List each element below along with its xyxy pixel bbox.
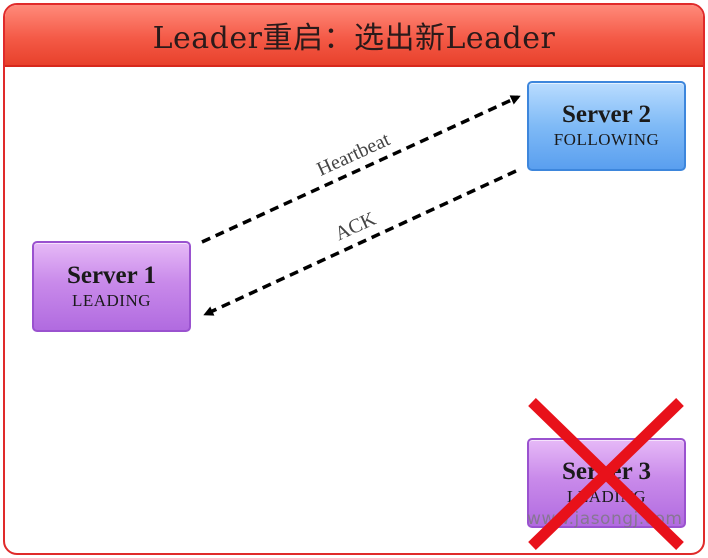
server-2-box: Server 2 FOLLOWING	[527, 81, 686, 171]
server-3-box: Server 3 LEADING	[527, 438, 686, 528]
server-2-state: FOLLOWING	[553, 130, 660, 149]
server-2-name: Server 2	[561, 101, 652, 128]
title-bar: Leader重启：选出新Leader	[5, 5, 703, 67]
server-1-state: LEADING	[71, 290, 152, 310]
server-1-box: Server 1 LEADING	[32, 241, 191, 332]
cross-icon	[528, 398, 684, 550]
page-title: Leader重启：选出新Leader	[152, 21, 556, 56]
server-1-name: Server 1	[66, 261, 157, 289]
